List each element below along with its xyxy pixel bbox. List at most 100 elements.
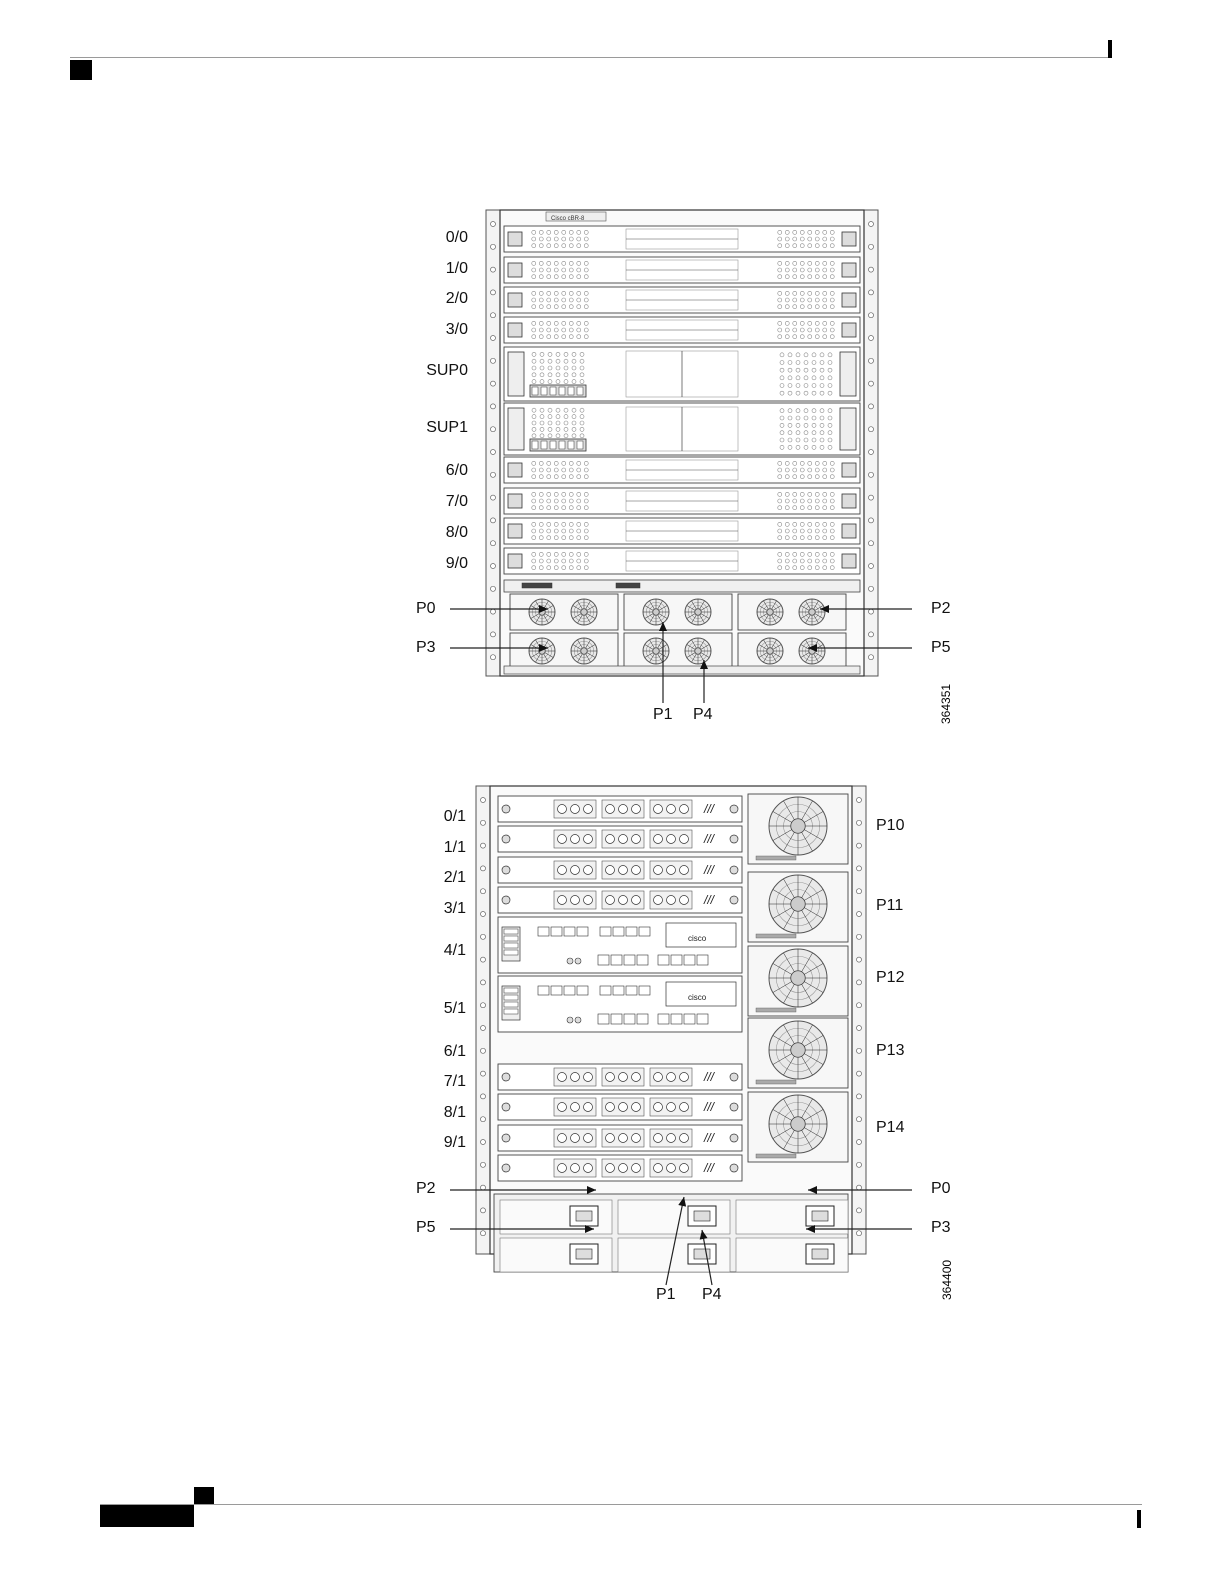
front-pem-fan-b-hub (695, 648, 702, 655)
rear-slot-0-rf-port (632, 805, 641, 814)
sup1-vent-left-hole (572, 408, 576, 412)
front-slot-0-vent-right-hole (800, 244, 804, 248)
front-slot-2-vent-right-hole (793, 291, 797, 295)
footer-small-block (194, 1487, 214, 1504)
sup1-vent-right-hole (804, 409, 808, 413)
rail-hole (491, 518, 496, 523)
rear-sup-4-port-bottom (658, 955, 669, 965)
front-slot-0-vent-right-hole (793, 237, 797, 241)
front-pem-fan-b-hub (581, 648, 588, 655)
rear-psu-inlet-socket (812, 1249, 828, 1259)
rail-hole (481, 1026, 486, 1031)
rear-fan-label-p14: P14 (876, 1119, 904, 1137)
rear-fan-3-hub (791, 1043, 806, 1058)
front-slot-7-vent-left-hole (539, 499, 543, 503)
sup0-vent-left-hole (572, 359, 576, 363)
front-slot-1-vent-left-hole (547, 261, 551, 265)
rear-slot-7-rf-port (584, 1103, 593, 1112)
sup1-vent-right-hole (780, 416, 784, 420)
front-slot-0-vent-left-hole (554, 230, 558, 234)
front-pem-fan-b-hub (809, 609, 816, 616)
sup0-vent-right-hole (812, 376, 816, 380)
front-slot-7-vent-left-hole (569, 492, 573, 496)
front-slot-7-vent-right-hole (815, 499, 819, 503)
rail-hole (857, 1048, 862, 1053)
rear-slot-8-screw (730, 1134, 738, 1142)
rear-slot-7-screw (730, 1103, 738, 1111)
front-slot-1-vent-left-hole (532, 268, 536, 272)
front-slot-8-vent-left-hole (584, 536, 588, 540)
front-slot-3-vent-right-hole (808, 328, 812, 332)
sup0-vent-right-hole (780, 353, 784, 357)
rear-slot-1-rf-port (558, 835, 567, 844)
rail-hole (491, 427, 496, 432)
front-slot-9-vent-right-hole (830, 552, 834, 556)
front-slot-6-vent-right-hole (785, 468, 789, 472)
rear-slot-1-rf-port (584, 835, 593, 844)
rear-slot-0-screw (730, 805, 738, 813)
rear-slot-1-rf-port (680, 835, 689, 844)
front-slot-9-vent-left-hole (569, 552, 573, 556)
front-slot-6-vent-left-hole (584, 461, 588, 465)
rail-hole (869, 336, 874, 341)
front-slot-9-vent-right-hole (785, 559, 789, 563)
sup1-vent-left-hole (580, 434, 584, 438)
rear-slot-7-screw (502, 1103, 510, 1111)
front-slot-0-vent-left-hole (539, 244, 543, 248)
front-slot-2-vent-left-hole (547, 291, 551, 295)
front-slot-6-vent-left-hole (547, 475, 551, 479)
front-slot-0-vent-left-hole (584, 230, 588, 234)
rear-slot-label-4-1: 4/1 (410, 942, 466, 960)
rear-sup-5-port-bottom (671, 1014, 682, 1024)
sup1-vent-right-hole (828, 423, 832, 427)
front-slot-3-vent-right-hole (830, 321, 834, 325)
front-slot-6-vent-left-hole (569, 461, 573, 465)
rail-hole (481, 1162, 486, 1167)
front-slot-9-vent-left-hole (577, 559, 581, 563)
front-slot-3-vent-right-hole (793, 328, 797, 332)
front-slot-7-vent-left-hole (539, 506, 543, 510)
front-slot-9-vent-left-hole (547, 559, 551, 563)
front-slot-7-vent-right-hole (815, 492, 819, 496)
front-slot-3-vent-right-hole (815, 328, 819, 332)
front-slot-0-vent-right-hole (793, 230, 797, 234)
sup1-vent-left-hole (556, 408, 560, 412)
rear-psu-inlet-socket (694, 1211, 710, 1221)
front-slot-8-vent-right-hole (778, 529, 782, 533)
sup1-vent-right-hole (828, 409, 832, 413)
front-slot-6-vent-left-hole (539, 475, 543, 479)
front-slot-8-vent-right-hole (785, 536, 789, 540)
sup1-vent-left-hole (564, 427, 568, 431)
sup1-vent-right-hole (796, 416, 800, 420)
front-slot-8-vent-left-hole (569, 536, 573, 540)
sup1-vent-left-hole (572, 427, 576, 431)
rear-slot-0-rf-port (558, 805, 567, 814)
front-slot-9-vent-left-hole (532, 566, 536, 570)
rail-hole (857, 798, 862, 803)
rail-hole (491, 404, 496, 409)
front-slot-2-vent-left-hole (547, 305, 551, 309)
sup0-vent-right-hole (804, 391, 808, 395)
front-slot-8-vent-left-hole (539, 536, 543, 540)
front-slot-1-vent-left-hole (547, 268, 551, 272)
front-slot-7-vent-right-hole (778, 506, 782, 510)
sup1-vent-right-hole (820, 445, 824, 449)
rear-slot-3-rf-port (680, 896, 689, 905)
rear-sup-5-usb (567, 1017, 573, 1023)
rail-hole (491, 564, 496, 569)
front-slot-1-vent-left-hole (562, 268, 566, 272)
front-slot-6-vent-left-hole (569, 475, 573, 479)
rear-slot-8-rf-port (654, 1134, 663, 1143)
rail-hole (481, 912, 486, 917)
sup1-vent-right-hole (780, 445, 784, 449)
rear-power-label-p3: P3 (931, 1219, 951, 1237)
rear-slot-2-ground-glyph: /// (703, 863, 716, 877)
front-slot-6-latch-left (508, 463, 522, 477)
front-slot-7-vent-right-hole (823, 499, 827, 503)
front-slot-7-vent-left-hole (577, 506, 581, 510)
front-pem-fan-b-hub (695, 609, 702, 616)
rear-slot-9-rf-port (558, 1164, 567, 1173)
sup1-vent-left-hole (556, 421, 560, 425)
front-slot-1-vent-left-hole (554, 275, 558, 279)
rail-hole (481, 934, 486, 939)
